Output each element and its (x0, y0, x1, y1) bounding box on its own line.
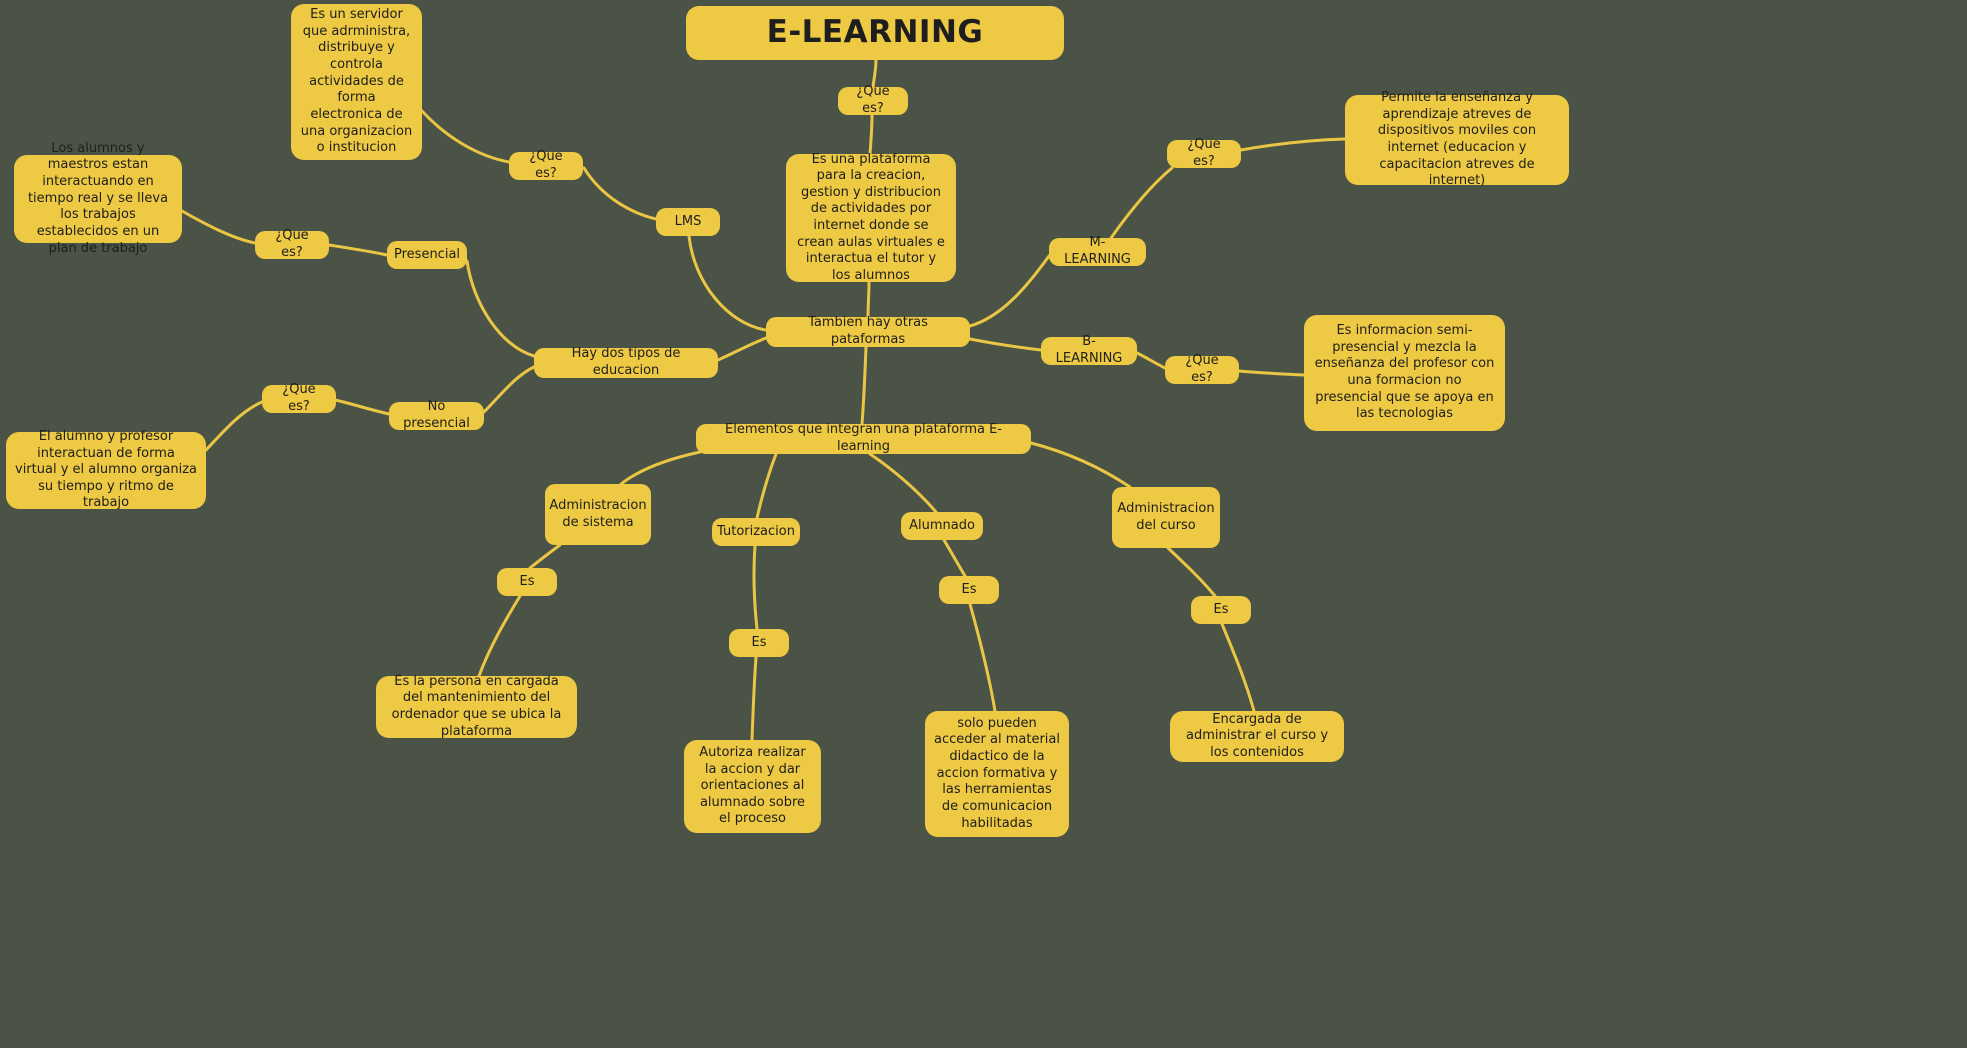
node-que-es-no-presencial[interactable]: ¿Que es? (262, 382, 336, 414)
node-tutorizacion-desc[interactable]: Autoriza realizar la accion y dar orient… (684, 740, 821, 833)
node-curso-desc[interactable]: Encargada de administrar el curso y los … (1170, 711, 1344, 762)
connector-elementos-adminsistema (619, 450, 702, 486)
node-que-es-center[interactable]: ¿Que es? (838, 84, 908, 116)
node-que-es-lms[interactable]: ¿Que es? (509, 149, 583, 181)
connector-nopresencial-quees (333, 398, 391, 416)
node-no-presencial[interactable]: No presencial (389, 399, 484, 431)
node-otras-plataformas[interactable]: Tambien hay otras pataformas (766, 315, 970, 347)
node-m-desc[interactable]: Permite la enseñanza y aprendizaje atrev… (1345, 90, 1569, 188)
connector-quees-bdesc (1237, 369, 1306, 377)
connector-lms-quees (582, 166, 658, 221)
node-es-curso[interactable]: Es (1191, 596, 1251, 624)
connector-otras-elementos (860, 345, 868, 426)
node-es-tutorizacion[interactable]: Es (729, 629, 789, 657)
node-definition[interactable]: Es una plataforma para la creacion, gest… (786, 152, 956, 283)
connector-quees-nopresdesc (204, 400, 264, 452)
node-es-alumnado[interactable]: Es (939, 576, 999, 604)
node-que-es-presencial[interactable]: ¿Que es? (255, 228, 329, 260)
node-que-es-b[interactable]: ¿Que es? (1165, 353, 1239, 385)
node-b-desc[interactable]: Es informacion semi-presencial y mezcla … (1304, 315, 1505, 431)
connector-otras-lms (687, 234, 768, 332)
connector-definition-otras (866, 280, 871, 319)
connector-quees-presdesc (180, 209, 257, 245)
node-presencial-desc[interactable]: Los alumnos y maestros estan interactuan… (14, 141, 182, 256)
node-es-sistema[interactable]: Es (497, 568, 557, 596)
node-elementos[interactable]: Elementos que integran una plataforma E-… (696, 422, 1031, 454)
connector-elementos-tutorizacion (755, 452, 778, 520)
connector-alumnado-es (942, 538, 967, 578)
connector-mlearning-quees (1109, 166, 1174, 240)
connector-tipos-nopresencial (482, 365, 536, 414)
node-presencial[interactable]: Presencial (387, 241, 467, 269)
connector-admincurso-es (1166, 546, 1217, 598)
node-no-presencial-desc[interactable]: El alumno y profesor interactuan de form… (6, 429, 206, 510)
connector-quees-mdesc (1239, 137, 1347, 152)
connector-es-tutorizaciondesc (750, 655, 758, 742)
connector-title-quees (871, 58, 878, 89)
node-m-learning[interactable]: M-LEARNING (1049, 235, 1146, 267)
connector-es-alumnadodesc (968, 602, 997, 713)
node-admin-sistema[interactable]: Administracion de sistema (545, 484, 651, 545)
node-e-learning-title[interactable]: E-LEARNING (686, 6, 1064, 60)
connector-es-cursodesc (1220, 622, 1256, 713)
node-alumnado-desc[interactable]: solo pueden acceder al material didactic… (925, 711, 1069, 837)
node-lms[interactable]: LMS (656, 208, 720, 236)
connector-tutorizacion-es (752, 544, 759, 631)
connector-otras-tipos (716, 336, 768, 362)
node-que-es-m[interactable]: ¿Que es? (1167, 137, 1241, 169)
connector-quees-definition (868, 113, 874, 156)
node-b-learning[interactable]: B-LEARNING (1041, 334, 1137, 366)
connector-quees-lmsdesc (420, 109, 511, 164)
connector-presencial-quees (327, 243, 389, 257)
node-alumnado[interactable]: Alumnado (901, 512, 983, 540)
node-lms-desc[interactable]: Es un servidor que adrministra, distribu… (291, 4, 422, 160)
connector-otras-mlearning (968, 254, 1051, 328)
node-tutorizacion[interactable]: Tutorizacion (712, 518, 800, 546)
connector-es-sistemadesc (477, 594, 522, 678)
connector-elementos-alumnado (868, 452, 938, 514)
connector-elementos-admincurso (1029, 441, 1132, 489)
node-admin-curso[interactable]: Administracion del curso (1112, 487, 1220, 548)
node-tipos-educacion[interactable]: Hay dos tipos de educacion (534, 346, 718, 378)
connector-tipos-presencial (465, 259, 536, 358)
connector-otras-blearning (968, 337, 1043, 352)
connector-adminsistema-es (528, 543, 562, 570)
node-sistema-desc[interactable]: Es la persona en cargada del mantenimien… (376, 674, 577, 739)
connector-blearning-quees (1135, 351, 1167, 370)
